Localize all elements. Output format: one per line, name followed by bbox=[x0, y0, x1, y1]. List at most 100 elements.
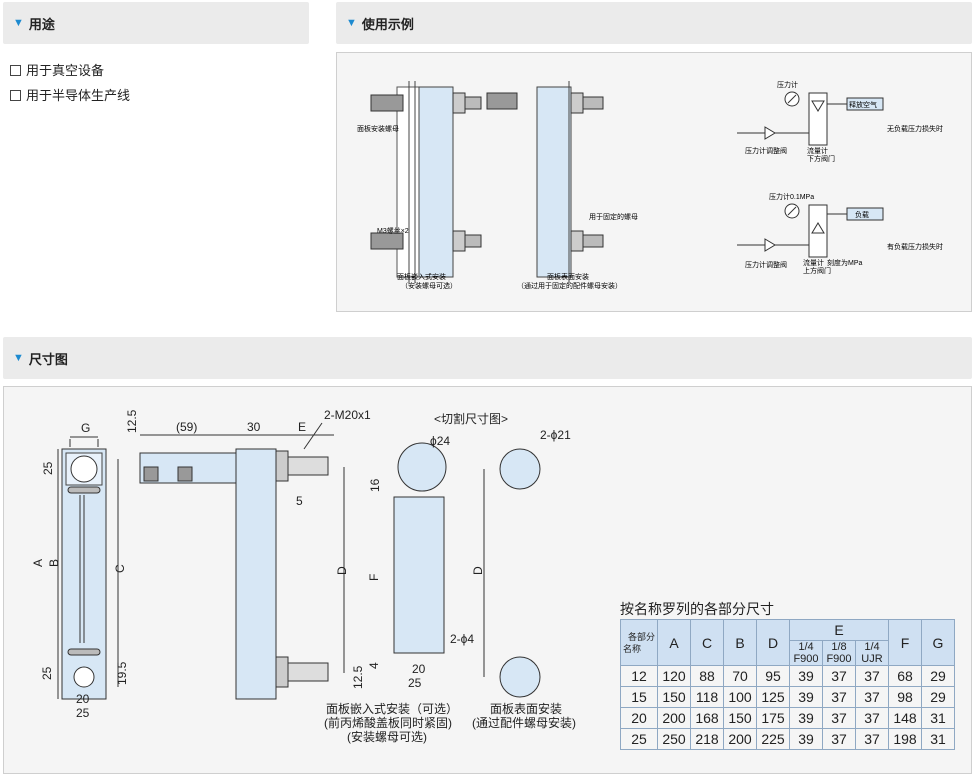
svg-text:25: 25 bbox=[76, 706, 90, 720]
dim-F: F bbox=[367, 574, 381, 581]
table-cell: 175 bbox=[756, 707, 790, 729]
svg-text:5: 5 bbox=[296, 494, 303, 508]
cutout-hole bbox=[397, 442, 447, 492]
dimension-drawing: G 12.5 25 A B C 25 19.5 20 25 (59) 30 E … bbox=[31, 408, 576, 744]
table-cell: 218 bbox=[690, 728, 724, 750]
table-cell: 118 bbox=[690, 686, 724, 708]
side-body bbox=[235, 448, 277, 700]
label-panel-nut: 面板安装螺母 bbox=[357, 124, 399, 133]
svg-text:(前丙烯酸盖板同时紧固): (前丙烯酸盖板同时紧固) bbox=[324, 715, 452, 730]
table-cell: 120 bbox=[657, 665, 691, 687]
svg-text:19.5: 19.5 bbox=[115, 661, 129, 685]
label-no-load: 无负载压力损失时 bbox=[887, 124, 943, 133]
table-cell: 150 bbox=[723, 707, 757, 729]
top-knob-icon bbox=[70, 455, 98, 483]
table-cell: 15 bbox=[620, 686, 658, 708]
dim-B: B bbox=[47, 559, 61, 567]
cutout-title: <切割尺寸图> bbox=[434, 411, 508, 426]
table-cell: 37 bbox=[855, 728, 889, 750]
table-cell: 68 bbox=[888, 665, 922, 687]
table-cell: 31 bbox=[921, 728, 955, 750]
cutout-rect bbox=[393, 496, 445, 654]
table-cell: 225 bbox=[756, 728, 790, 750]
table-cell: 198 bbox=[888, 728, 922, 750]
svg-text:(通过配件螺母安装): (通过配件螺母安装) bbox=[472, 715, 576, 730]
svg-text:(安装螺母可选): (安装螺母可选) bbox=[347, 729, 427, 744]
dim-G: G bbox=[81, 421, 90, 435]
flowmeter-icon bbox=[808, 204, 828, 258]
table-cell: 250 bbox=[657, 728, 691, 750]
svg-text:释放空气: 释放空气 bbox=[849, 100, 877, 109]
table-cell: 95 bbox=[756, 665, 790, 687]
table-cell: 200 bbox=[723, 728, 757, 750]
table-cell: 37 bbox=[822, 707, 856, 729]
dim-E: E bbox=[298, 420, 306, 434]
triangle-down-icon: ▼ bbox=[346, 17, 357, 29]
caption-surface-mount: 面板表面安装 bbox=[490, 701, 562, 716]
list-item: 用于半导体生产线 bbox=[10, 83, 130, 108]
svg-text:下方阀门: 下方阀门 bbox=[807, 154, 835, 163]
table-cell: 37 bbox=[855, 686, 889, 708]
dims-header: ▼ 尺寸图 bbox=[3, 337, 972, 379]
corner-cell: 各部分 名称 bbox=[620, 619, 658, 666]
svg-text:压力计调整阀: 压力计调整阀 bbox=[745, 260, 787, 269]
dim-A: A bbox=[31, 559, 45, 567]
valve-icon bbox=[764, 238, 776, 252]
valve-icon bbox=[764, 126, 776, 140]
table-cell: 37 bbox=[822, 728, 856, 750]
table-cell: 31 bbox=[921, 707, 955, 729]
svg-text:流量计: 流量计 bbox=[807, 146, 828, 155]
table-cell: 29 bbox=[921, 686, 955, 708]
svg-text:16: 16 bbox=[368, 478, 382, 492]
svg-text:压力计0.1MPa: 压力计0.1MPa bbox=[769, 192, 814, 201]
svg-text:20: 20 bbox=[412, 662, 426, 676]
label-with-load: 有负载压力损失时 bbox=[887, 242, 943, 251]
label-m20: 2-M20x1 bbox=[324, 408, 371, 422]
table-cell: 12 bbox=[620, 665, 658, 687]
example-figure: 面板安装螺母 M3螺丝×2 面板嵌入式安装 （安装螺母可选） 用于固定的螺母 面… bbox=[357, 80, 943, 290]
svg-text:上方阀门: 上方阀门 bbox=[803, 266, 831, 275]
dims-title: 尺寸图 bbox=[28, 351, 68, 367]
table-title: 按名称罗列的各部分尺寸 bbox=[620, 601, 774, 617]
table-cell: 70 bbox=[723, 665, 757, 687]
svg-text:2-ϕ4: 2-ϕ4 bbox=[450, 632, 474, 646]
table-cell: 37 bbox=[822, 686, 856, 708]
dim-D: D bbox=[335, 566, 349, 575]
dim-C: C bbox=[113, 564, 127, 573]
flowmeter-icon bbox=[808, 92, 828, 146]
svg-text:12.5: 12.5 bbox=[351, 665, 365, 689]
list-item: 用于真空设备 bbox=[10, 58, 130, 83]
caption-panel-embed: 面板嵌入式安装（可选） bbox=[326, 701, 458, 716]
caption-1a: 面板嵌入式安装 bbox=[397, 272, 446, 281]
table-cell: 200 bbox=[657, 707, 691, 729]
table-cell: 100 bbox=[723, 686, 757, 708]
svg-text:20: 20 bbox=[76, 692, 90, 706]
table-cell: 29 bbox=[921, 665, 955, 687]
triangle-down-icon: ▼ bbox=[13, 352, 24, 364]
svg-text:D: D bbox=[471, 566, 485, 575]
svg-text:25: 25 bbox=[408, 676, 422, 690]
checkbox-square-icon bbox=[10, 90, 21, 101]
table-cell: 37 bbox=[855, 707, 889, 729]
table-cell: 37 bbox=[855, 665, 889, 687]
flowmeter-body-1 bbox=[418, 86, 454, 278]
svg-text:流量计: 流量计 bbox=[803, 258, 824, 267]
flowmeter-body-2 bbox=[536, 86, 572, 278]
table-cell: 37 bbox=[822, 665, 856, 687]
svg-text:4: 4 bbox=[367, 662, 381, 669]
table-cell: 39 bbox=[789, 728, 823, 750]
usage-list: 用于真空设备 用于半导体生产线 bbox=[10, 58, 130, 108]
svg-text:25: 25 bbox=[40, 666, 54, 680]
svg-text:30: 30 bbox=[247, 420, 261, 434]
svg-text:25: 25 bbox=[41, 461, 55, 475]
table-cell: 20 bbox=[620, 707, 658, 729]
label-m3-screw: M3螺丝×2 bbox=[377, 226, 409, 235]
usage-title: 用途 bbox=[28, 16, 55, 32]
caption-1b: （安装螺母可选） bbox=[401, 281, 457, 290]
svg-text:负载: 负载 bbox=[855, 210, 869, 219]
